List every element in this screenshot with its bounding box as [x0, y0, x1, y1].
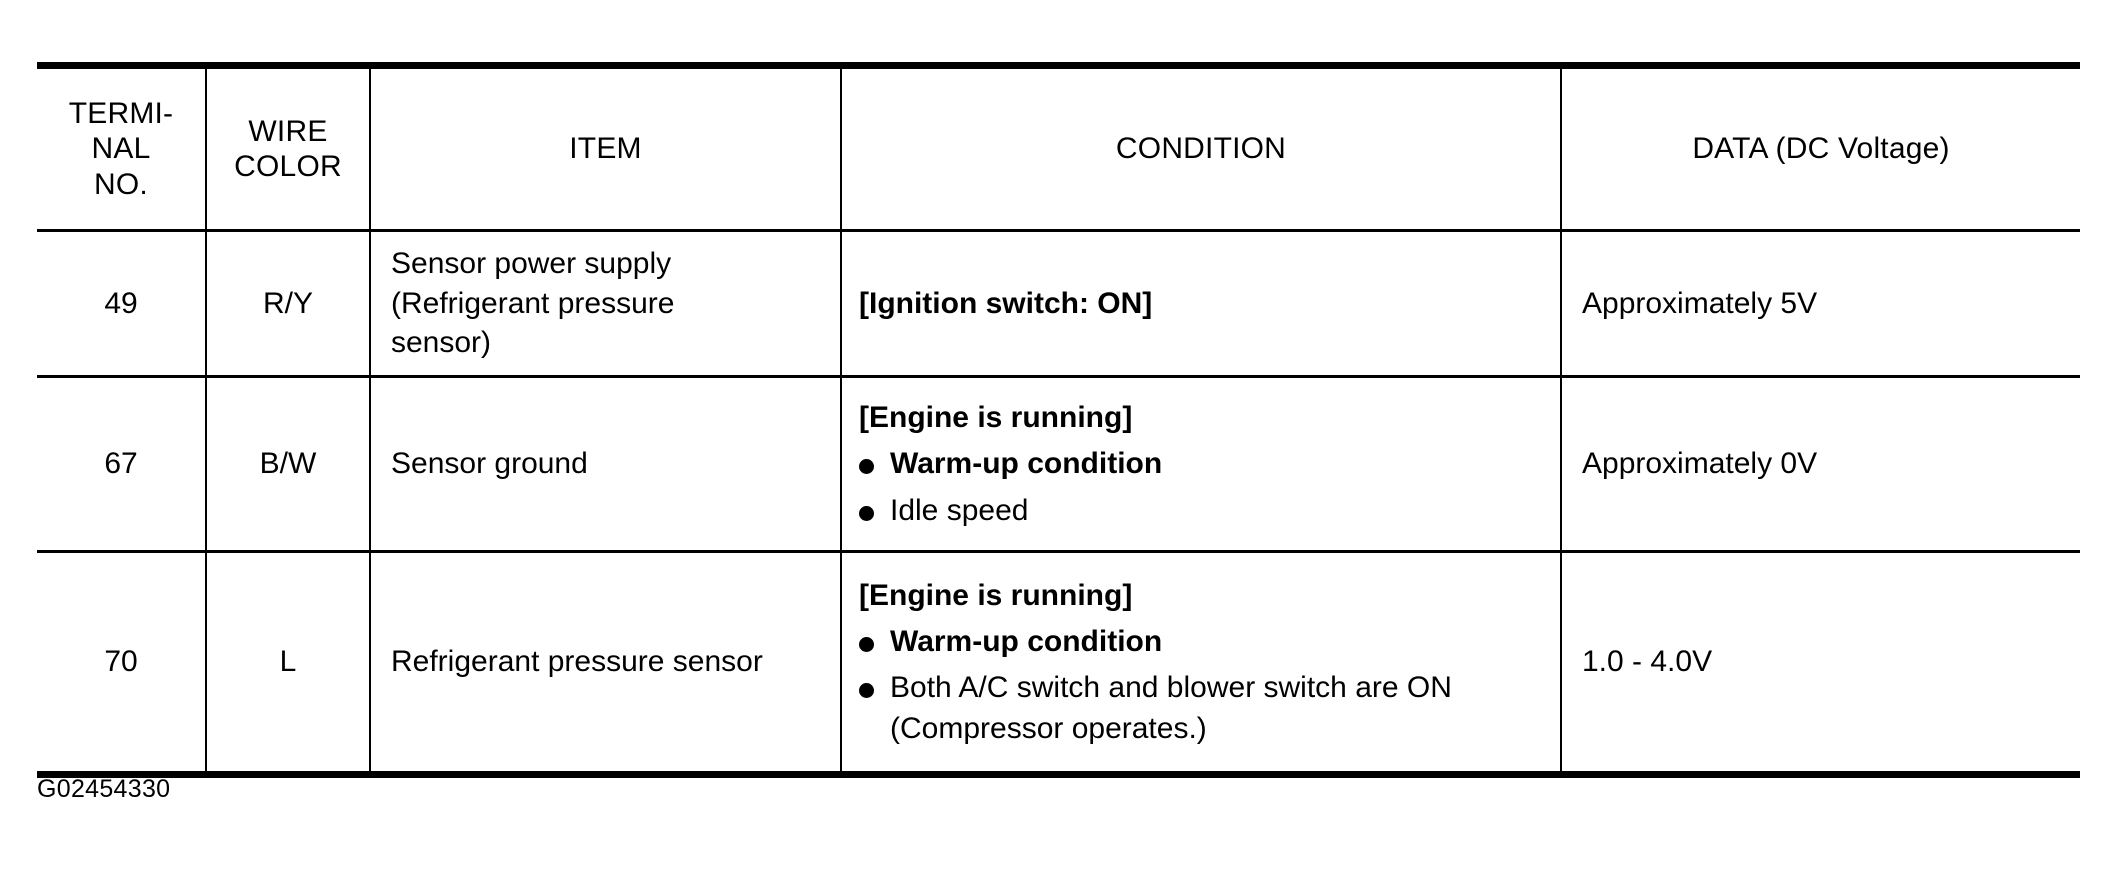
condition-bullet-list: Warm-up condition Idle speed	[859, 444, 1550, 530]
cell-data-value: Approximately 5V	[1560, 230, 2080, 377]
header-line: WIRE	[248, 114, 328, 148]
cell-condition: [Ignition switch: ON]	[840, 230, 1562, 377]
condition-bullet-item: Both A/C switch and blower switch are ON…	[859, 668, 1550, 748]
item-text: Refrigerant pressure sensor	[391, 642, 826, 682]
table-body: 49 R/Y Sensor power supply (Refrigerant …	[37, 230, 2080, 775]
item-line: Sensor power supply	[391, 246, 672, 280]
condition-heading: [Engine is running]	[859, 578, 1133, 612]
figure-code-label: G02454330	[37, 775, 171, 803]
cell-terminal-no: 67	[37, 376, 207, 552]
column-header-terminal-no: TERMI- NAL NO.	[37, 65, 207, 231]
cell-item: Sensor power supply (Refrigerant pressur…	[369, 230, 842, 377]
item-line: Sensor ground	[391, 447, 588, 481]
cell-item: Sensor ground	[369, 376, 842, 552]
condition-block: [Engine is running] Warm-up condition Bo…	[859, 576, 1550, 749]
column-header-wire-color: WIRE COLOR	[205, 65, 371, 231]
condition-bullet-item: Warm-up condition	[859, 622, 1550, 662]
cell-terminal-no: 70	[37, 551, 207, 775]
item-text: Sensor ground	[391, 444, 826, 484]
bullet-icon	[859, 458, 874, 474]
bullet-icon	[859, 683, 874, 699]
condition-bullet-list: Warm-up condition Both A/C switch and bl…	[859, 622, 1550, 749]
item-line: sensor)	[391, 326, 492, 360]
terminal-spec-table-wrapper: TERMI- NAL NO. WIRE COLOR ITEM CONDITION	[37, 62, 2080, 778]
condition-heading: [Ignition switch: ON]	[859, 287, 1153, 320]
header-line: DATA (DC Voltage)	[1692, 132, 1950, 166]
column-header-data: DATA (DC Voltage)	[1560, 65, 2080, 231]
cell-data-value: 1.0 - 4.0V	[1560, 551, 2080, 775]
condition-bullet-item: Warm-up condition	[859, 444, 1550, 484]
condition-bullet-item: Idle speed	[859, 491, 1550, 531]
cell-data-value: Approximately 0V	[1560, 376, 2080, 552]
bullet-text: Warm-up condition	[890, 624, 1163, 658]
cell-item: Refrigerant pressure sensor	[369, 551, 842, 775]
header-line: COLOR	[234, 150, 342, 183]
bullet-icon	[859, 636, 874, 652]
bullet-icon	[859, 505, 874, 521]
table-row: 67 B/W Sensor ground [Engine is running]	[37, 376, 2080, 552]
item-line: Refrigerant pressure sensor	[391, 645, 763, 679]
bullet-text: Idle speed	[890, 493, 1029, 527]
column-header-condition: CONDITION	[840, 65, 1562, 231]
header-line: ITEM	[569, 132, 642, 166]
bullet-text: Both A/C switch and blower switch are ON	[890, 671, 1452, 705]
condition-block: [Engine is running] Warm-up condition Id…	[859, 398, 1550, 530]
cell-condition: [Engine is running] Warm-up condition Bo…	[840, 551, 1562, 775]
header-line: CONDITION	[1115, 132, 1287, 166]
cell-wire-color: R/Y	[205, 230, 371, 377]
table-header: TERMI- NAL NO. WIRE COLOR ITEM CONDITION	[37, 65, 2080, 231]
header-row: TERMI- NAL NO. WIRE COLOR ITEM CONDITION	[37, 65, 2080, 231]
table-row: 70 L Refrigerant pressure sensor [Engine…	[37, 551, 2080, 775]
condition-block: [Ignition switch: ON]	[859, 284, 1550, 323]
cell-wire-color: B/W	[205, 376, 371, 552]
header-line: TERMI-	[68, 96, 174, 130]
column-header-item: ITEM	[369, 65, 842, 231]
item-text: Sensor power supply (Refrigerant pressur…	[391, 244, 826, 364]
item-line: (Refrigerant pressure	[391, 286, 675, 320]
bullet-subtext: (Compressor operates.)	[890, 711, 1207, 745]
cell-wire-color: L	[205, 551, 371, 775]
cell-condition: [Engine is running] Warm-up condition Id…	[840, 376, 1562, 552]
terminal-spec-table: TERMI- NAL NO. WIRE COLOR ITEM CONDITION	[37, 62, 2080, 778]
header-line: NO.	[94, 167, 148, 201]
condition-heading: [Engine is running]	[859, 400, 1133, 434]
table-row: 49 R/Y Sensor power supply (Refrigerant …	[37, 230, 2080, 377]
cell-terminal-no: 49	[37, 230, 207, 377]
header-line: NAL	[91, 132, 151, 166]
bullet-text: Warm-up condition	[890, 446, 1163, 480]
